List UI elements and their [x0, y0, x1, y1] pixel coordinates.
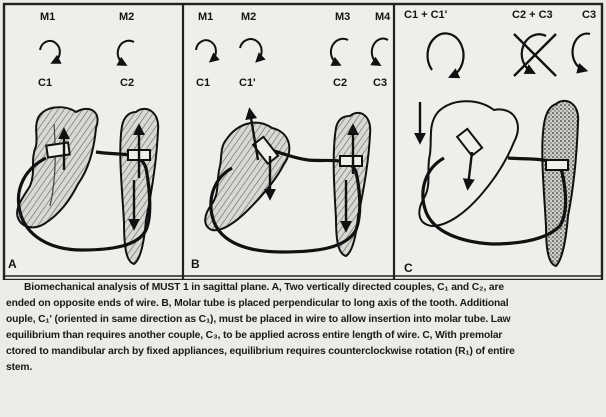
panel-label: B [191, 257, 200, 271]
moment-label: C2 + C3 [512, 9, 553, 21]
biomechanics-figure: M1 M2 C1 C2 A M1 M2 M3 M4 [0, 0, 606, 280]
couple-label: C2 [120, 77, 134, 89]
moment-label: C1 + C1' [404, 9, 448, 21]
caption-line: Biomechanical analysis of MUST 1 in sagi… [24, 281, 504, 295]
moment-label: C3 [582, 9, 596, 21]
couple-label: C1 [196, 77, 210, 89]
couple-label: C2 [333, 77, 347, 89]
bracket [546, 160, 568, 170]
moment-label: M1 [198, 11, 213, 23]
caption-line: stem. [6, 361, 32, 375]
moment-label: M2 [241, 11, 256, 23]
couple-label: C1' [239, 77, 256, 89]
bracket [340, 156, 362, 166]
moment-label: M2 [119, 11, 134, 23]
panel-label: A [8, 257, 17, 271]
couple-label: C3 [373, 77, 387, 89]
caption-line: ended on opposite ends of wire. B, Molar… [6, 297, 508, 311]
molar-tube [46, 143, 69, 158]
caption-line: equilibrium than requires another couple… [6, 329, 502, 343]
moment-label: M1 [40, 11, 55, 23]
caption-line: ouple, C₁' (oriented in same direction a… [6, 313, 510, 327]
figure-caption: Biomechanical analysis of MUST 1 in sagi… [6, 281, 604, 413]
couple-label: C1 [38, 77, 52, 89]
moment-label: M4 [375, 11, 391, 23]
moment-label: M3 [335, 11, 350, 23]
panel-label: C [404, 261, 413, 275]
caption-line: ctored to mandibular arch by fixed appli… [6, 345, 515, 359]
